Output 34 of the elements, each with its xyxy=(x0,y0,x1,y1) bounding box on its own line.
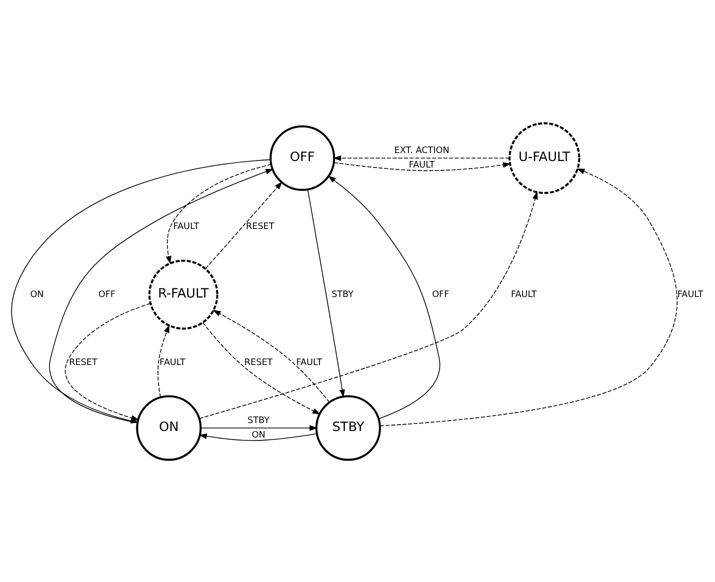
arrow xyxy=(202,322,321,414)
node-circle: STBY xyxy=(315,394,381,460)
arrow xyxy=(158,324,170,398)
edge-label: ON xyxy=(30,289,44,300)
edge-label: FAULT xyxy=(408,160,435,170)
arrow xyxy=(198,190,538,418)
edge-label: EXT. ACTION xyxy=(394,146,450,156)
arrow xyxy=(380,168,678,426)
edge-label: STBY xyxy=(248,416,270,426)
arrow xyxy=(307,188,345,398)
node-circle: ON xyxy=(136,394,202,460)
edge-label: OFF xyxy=(432,289,450,300)
arrow xyxy=(198,432,317,440)
arrow xyxy=(328,175,440,419)
edge-label: RESET xyxy=(246,222,274,232)
arrow xyxy=(64,302,151,420)
arrow xyxy=(212,309,330,402)
arrow xyxy=(333,154,510,160)
edge-label: OFF xyxy=(98,289,116,300)
edge-label: FAULT xyxy=(296,357,322,368)
arrow xyxy=(333,162,512,171)
edge-label: FAULT xyxy=(160,357,186,368)
arrow xyxy=(166,163,272,264)
edge-label: ON xyxy=(252,430,266,440)
edge-label: STBY xyxy=(332,289,354,300)
node-circle: U-FAULT xyxy=(508,122,580,194)
edge-label: FAULT xyxy=(510,289,537,300)
arrow xyxy=(205,181,282,268)
arrow xyxy=(200,424,318,430)
node-circle: R-FAULT xyxy=(148,259,218,330)
edge-label: FAULT xyxy=(677,289,704,300)
edge-label: FAULT xyxy=(173,222,200,232)
edge-label: RESET xyxy=(244,357,273,368)
edge-label: RESET xyxy=(69,357,98,368)
